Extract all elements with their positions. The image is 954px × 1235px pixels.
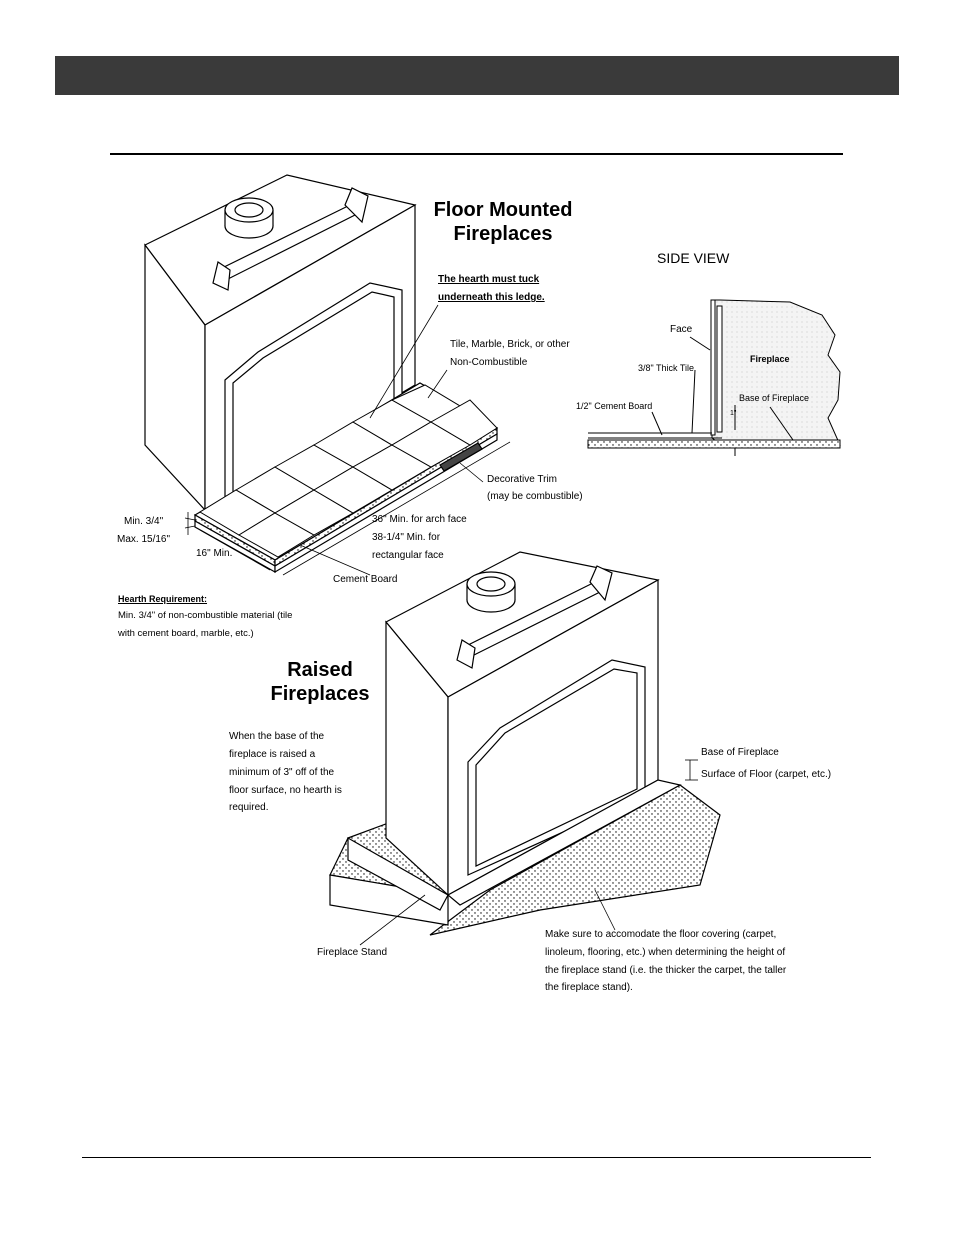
raised-surface-label: Surface of Floor (carpet, etc.) <box>701 769 832 780</box>
raised-note-line5: required. <box>229 802 269 813</box>
floor-mounted-title: Floor Mounted Fireplaces <box>428 198 578 246</box>
fireplace-stand-label: Fireplace Stand <box>317 947 388 958</box>
arch-note-line3: rectangular face <box>372 550 444 561</box>
tile-note-line2: Non-Combustible <box>450 357 528 368</box>
cement-board-label: Cement Board <box>333 574 398 585</box>
header-bar <box>55 56 899 95</box>
tile-note-line1: Tile, Marble, Brick, or other <box>450 339 570 350</box>
floor-note-line3: the fireplace stand (i.e. the thicker th… <box>545 965 787 976</box>
side-base-label: Base of Fireplace <box>739 393 810 403</box>
raised-title: Raised Fireplaces <box>262 658 378 706</box>
trim-note-line1: Decorative Trim <box>487 474 558 485</box>
arch-note-line1: 36" Min. for arch face <box>372 514 467 525</box>
side-tile-label: 3/8" Thick Tile <box>638 363 695 373</box>
raised-fireplace <box>329 551 721 936</box>
floor-title-line1: Floor Mounted <box>433 199 573 221</box>
floor-note-line1: Make sure to accomodate the floor coveri… <box>545 929 777 940</box>
raised-base-label: Base of Fireplace <box>701 747 779 758</box>
side-cement-label: 1/2" Cement Board <box>576 401 653 411</box>
footer-rule <box>82 1157 871 1158</box>
floor-leaders <box>184 304 511 576</box>
raised-title-line2: Fireplaces <box>270 683 370 705</box>
depth-min-label: 16" Min. <box>196 548 233 559</box>
max-thickness-label: Max. 15/16" <box>117 534 171 545</box>
floor-note-line2: linoleum, flooring, etc.) when determini… <box>545 947 786 958</box>
trim-note-line2: (may be combustible) <box>487 491 583 502</box>
hearth-req-line1: Min. 3/4" of non-combustible material (t… <box>118 610 293 621</box>
side-view-title: SIDE VIEW <box>657 250 730 266</box>
hearth-req-line2: with cement board, marble, etc.) <box>118 628 254 639</box>
raised-note-line4: floor surface, no hearth is <box>229 785 342 796</box>
section-rule <box>110 153 843 155</box>
raised-note-line1: When the base of the <box>229 731 325 742</box>
side-face-label: Face <box>670 324 693 335</box>
tuck-note-line2: underneath this ledge. <box>438 292 545 303</box>
side-view-diagram <box>587 299 841 456</box>
raised-note-line3: minimum of 3" off of the <box>229 767 335 778</box>
min-thickness-label: Min. 3/4" <box>124 516 164 527</box>
side-gap-label: 1" <box>730 410 737 417</box>
side-fireplace-label: Fireplace <box>750 354 790 364</box>
arch-note-line2: 38-1/4" Min. for <box>372 532 441 543</box>
tuck-note-line1: The hearth must tuck <box>438 274 540 285</box>
raised-title-line1: Raised <box>287 659 353 681</box>
floor-mounted-fireplace <box>144 174 499 574</box>
floor-title-line2: Fireplaces <box>453 223 553 245</box>
floor-note-line4: the fireplace stand). <box>545 982 633 993</box>
hearth-req-heading: Hearth Requirement: <box>118 594 208 604</box>
raised-leaders <box>359 759 698 946</box>
raised-note-line2: fireplace is raised a <box>229 749 316 760</box>
